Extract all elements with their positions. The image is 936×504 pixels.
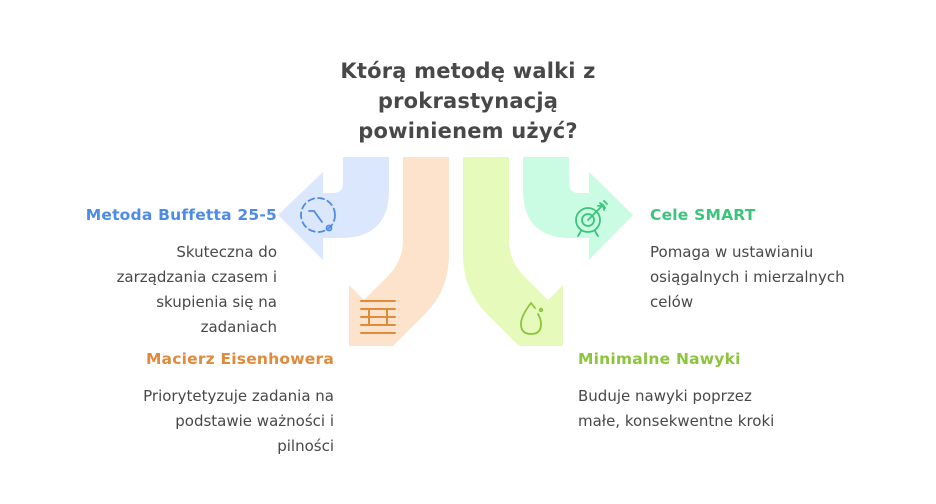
arrow-minimal-habits	[463, 157, 563, 346]
option-description-eisenhower: Priorytetyzuje zadania na podstawie ważn…	[60, 384, 334, 459]
desc-line: zarządzania czasem i	[116, 268, 277, 286]
droplet-icon	[520, 302, 544, 335]
desc-line: małe, konsekwentne kroki	[578, 412, 775, 430]
option-heading-minimal-habits: Minimalne Nawyki	[578, 350, 741, 368]
desc-line: podstawie ważności i	[175, 412, 334, 430]
target-arrow-icon	[575, 200, 608, 237]
timer-icon	[300, 197, 336, 233]
option-heading-eisenhower: Macierz Eisenhowera	[145, 350, 334, 368]
title-line: prokrastynacją	[377, 89, 559, 113]
desc-line: zadaniach	[200, 318, 277, 336]
diagram-title: Którą metodę walki z prokrastynacją powi…	[268, 56, 668, 146]
option-description-smart: Pomaga w ustawianiu osiągalnych i mierza…	[650, 240, 930, 315]
option-description-minimal-habits: Buduje nawyki poprzez małe, konsekwentne…	[578, 384, 878, 434]
title-line: powinienem użyć?	[358, 119, 578, 143]
desc-line: osiągalnych i mierzalnych	[650, 268, 845, 286]
desc-line: Skuteczna do	[176, 243, 277, 261]
desc-line: skupienia się na	[156, 293, 277, 311]
arrow-smart	[523, 157, 633, 260]
desc-line: Buduje nawyki poprzez	[578, 387, 752, 405]
option-heading-buffett: Metoda Buffetta 25-5	[85, 206, 277, 224]
grid-matrix-icon	[360, 300, 396, 334]
desc-line: celów	[650, 293, 694, 311]
desc-line: Priorytetyzuje zadania na	[143, 387, 334, 405]
option-heading-smart: Cele SMART	[650, 206, 756, 224]
arrow-eisenhower	[349, 157, 449, 346]
title-line: Którą metodę walki z	[340, 59, 596, 83]
desc-line: Pomaga w ustawianiu	[650, 243, 814, 261]
option-description-buffett: Skuteczna do zarządzania czasem i skupie…	[32, 240, 277, 340]
desc-line: pilności	[277, 437, 334, 455]
